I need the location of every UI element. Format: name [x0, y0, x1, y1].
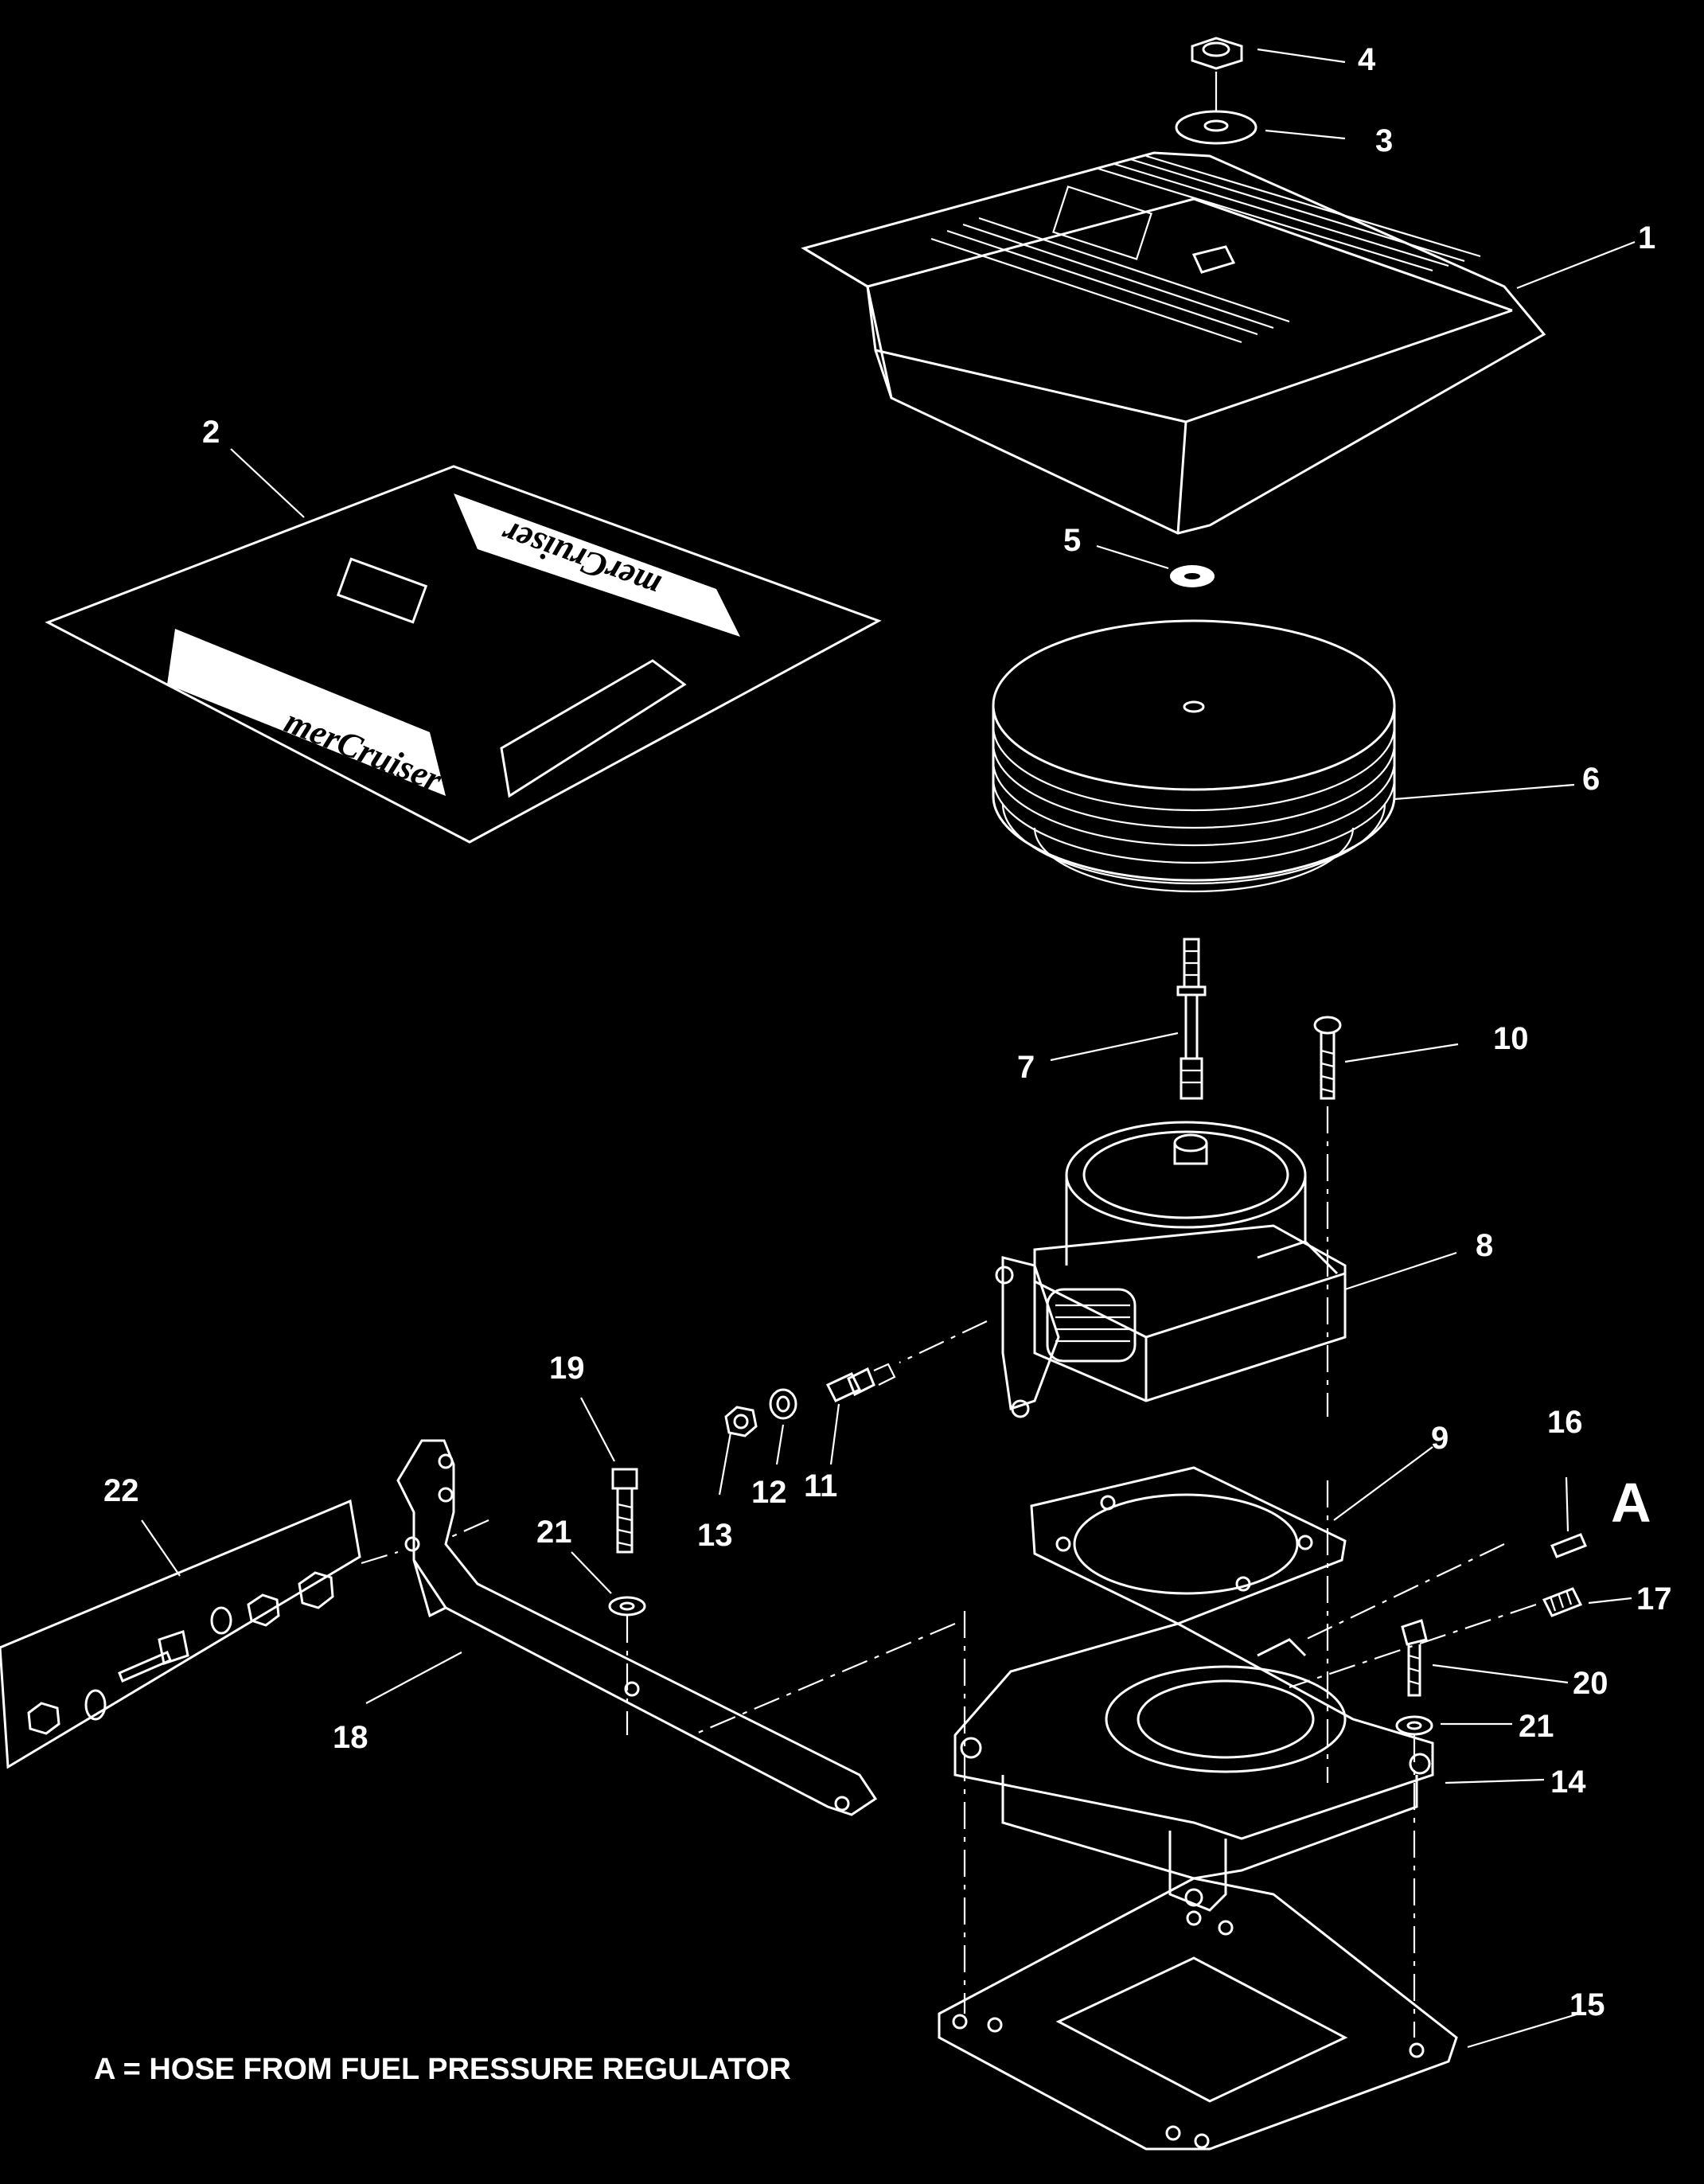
callout-7: 7 [1017, 1050, 1035, 1085]
svg-text:merCruiser: merCruiser [496, 513, 665, 606]
part-10-screw [1313, 1016, 1342, 1100]
part-4-nut [1191, 37, 1243, 111]
part-12-washer [769, 1388, 797, 1420]
part-13-nut [724, 1406, 758, 1437]
callout-14: 14 [1550, 1765, 1586, 1800]
part-3-washer [1175, 110, 1258, 145]
part-19-bolt [611, 1468, 638, 1554]
callout-4: 4 [1358, 42, 1376, 77]
leader-lines [141, 48, 1636, 2049]
callout-13: 13 [697, 1518, 733, 1553]
part-5-grommet [1170, 565, 1215, 587]
part-9-gasket [1030, 1466, 1347, 1625]
part-7-stud [1176, 938, 1207, 1100]
callout-2: 2 [202, 415, 220, 450]
hose-note: A = HOSE FROM FUEL PRESSURE REGULATOR [94, 2053, 791, 2086]
hose-marker-a: A [1611, 1472, 1651, 1534]
callout-12: 12 [751, 1475, 787, 1510]
part-2-decal-sheet: merCruiser merCruiser [45, 465, 882, 844]
callout-15: 15 [1569, 1987, 1605, 2022]
decal-logo-lower: merCruiser [167, 629, 448, 800]
callout-6: 6 [1582, 762, 1600, 797]
callout-3: 3 [1375, 123, 1393, 158]
callout-21-left: 21 [536, 1515, 572, 1550]
part-6-flame-arrestor [992, 619, 1396, 893]
callout-10: 10 [1493, 1021, 1529, 1056]
part-21-washer-left [608, 1596, 646, 1617]
part-17-plug [1542, 1587, 1583, 1617]
part-22-hardware-kit [0, 1499, 361, 1769]
callout-8: 8 [1476, 1228, 1493, 1263]
part-21-washer-right [1395, 1715, 1433, 1736]
decal-logo-upper: merCruiser [454, 493, 740, 637]
callout-18: 18 [333, 1720, 368, 1755]
callout-labels: 1 2 3 4 5 6 7 8 9 10 11 12 13 14 15 16 A… [103, 42, 1672, 2022]
part-18-bracket [396, 1439, 878, 1816]
part-15-base-gasket [938, 1877, 1458, 2151]
part-20-bolt [1401, 1619, 1428, 1697]
callout-22: 22 [103, 1473, 139, 1508]
callout-9: 9 [1431, 1421, 1449, 1456]
callout-16: 16 [1547, 1405, 1583, 1440]
callout-1: 1 [1638, 220, 1655, 255]
callout-21-right: 21 [1519, 1709, 1554, 1744]
callout-19: 19 [549, 1351, 585, 1386]
callout-17: 17 [1636, 1581, 1672, 1617]
callout-11: 11 [804, 1468, 837, 1503]
part-1-flame-arrestor-cover [801, 151, 1546, 535]
alignment-lines [361, 1106, 1537, 2038]
callout-5: 5 [1063, 523, 1081, 558]
part-14-adaptor [953, 1622, 1434, 1912]
part-16-fitting [1550, 1533, 1587, 1558]
part-8-throttle-body [995, 1121, 1347, 1418]
part-11-bolt [825, 1363, 896, 1402]
callout-20: 20 [1573, 1666, 1608, 1701]
